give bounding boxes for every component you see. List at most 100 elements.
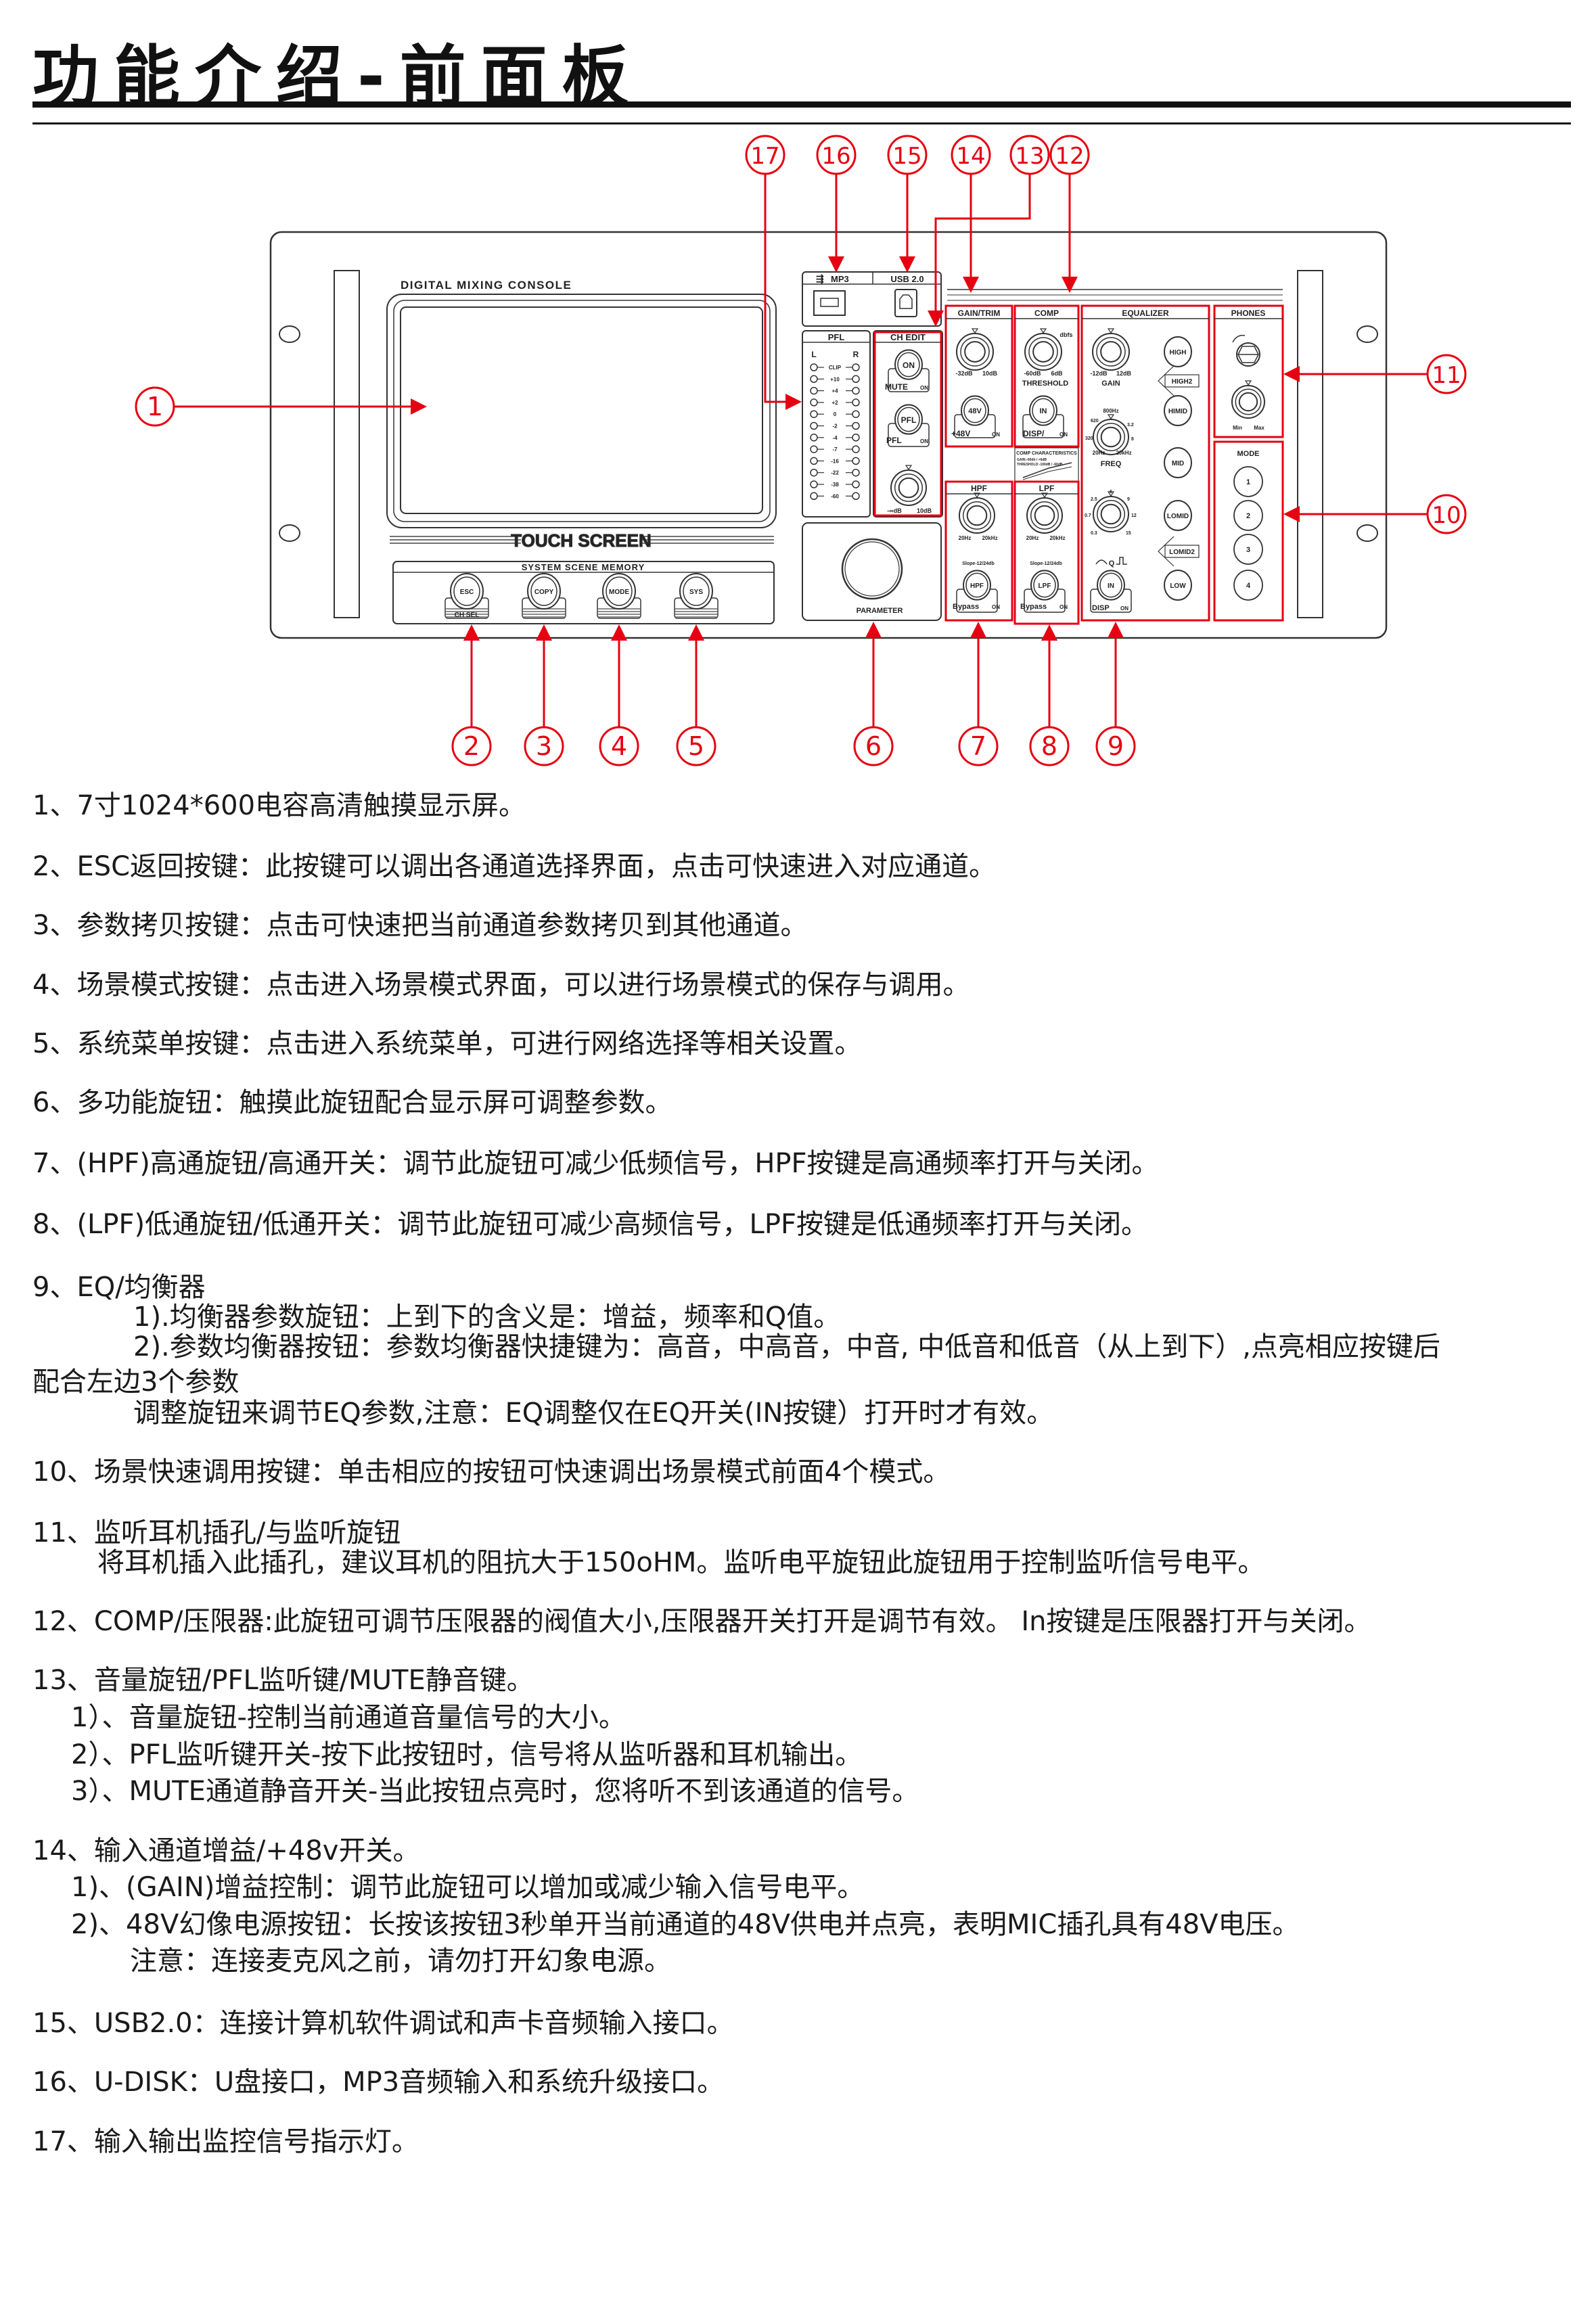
comp-label: COMP [1034,308,1059,318]
touch-screen-label-lines [390,536,774,544]
headphone-jack[interactable] [1236,342,1260,367]
eq-band-high-button[interactable]: HIGH [1164,336,1192,367]
usb-b-port[interactable] [894,289,917,317]
gain-trim-box [944,304,1013,448]
led-left [810,457,818,465]
svg-text:15: 15 [892,143,921,170]
equalizer-label: EQUALIZER [1122,308,1169,318]
description-line: 12、COMP/压限器:此旋钮可调节压限器的阀值大小,压限器开关打开是调节有效。… [32,1606,1371,1637]
mode-button-1[interactable]: 1 [1233,466,1263,497]
hpf-bypass-label: Bypass [953,603,979,611]
pfl-led-row: -2 [810,421,860,430]
eq-q-6: 6 [1110,490,1112,495]
pfl-button-label: PFL [901,415,917,425]
volume-max-label: 10dB [917,507,932,514]
pfl-led-row: 0 [810,410,860,418]
eq-band-himid-button[interactable]: HIMID [1164,395,1192,426]
mute-on-button[interactable] [888,349,930,392]
led-level-label: CLIP [829,365,842,371]
comp-threshold-knob[interactable] [1024,328,1062,371]
pfl-led-row: +4 [810,386,860,395]
mode-button-2[interactable]: 2 [1233,500,1263,531]
comp-on-badge: ON [1059,432,1068,438]
callout-15: 15 [887,135,928,175]
usb-panel [802,271,942,327]
led-level-label: -16 [831,458,839,464]
arrow-17 [764,175,802,410]
led-right [852,492,860,501]
phantom-48v-button[interactable] [954,395,996,438]
mute-label: MUTE [885,382,908,392]
led-level-label: 0 [834,411,837,417]
svg-text:5: 5 [688,731,704,761]
scene-button-copy[interactable]: COPY [522,573,566,619]
phantom-button-label: 48V [968,407,982,415]
scene-button-sys[interactable]: SYS [674,573,719,619]
parameter-encoder-knob[interactable] [841,538,903,600]
eq-band-mid-button[interactable]: MID [1164,447,1192,478]
svg-text:2: 2 [463,731,480,761]
q-wide-icon [1095,559,1108,565]
comp-box [1013,304,1080,448]
eq-freq-620: 620 [1091,419,1099,423]
channel-volume-knob[interactable] [890,465,927,506]
lpf-min-label: 20Hz [1026,535,1039,541]
svg-text:3: 3 [1246,546,1250,554]
knob-pointer-icon [1244,380,1252,386]
pfl-meter-label: PFL [828,332,845,342]
callout-1: 1 [135,386,175,427]
mode-button-3[interactable]: 3 [1233,534,1263,565]
svg-text:LOW: LOW [1170,582,1186,590]
description-line: 1).均衡器参数旋钮：上到下的含义是：增益，频率和Q值。 [133,1302,841,1333]
right-rack-rail [1297,270,1323,618]
eq-freq-8: 8 [1131,437,1134,442]
eq-q-knob[interactable] [1093,491,1129,532]
parameter-label: PARAMETER [857,607,903,615]
scene-button-mode[interactable]: MODE [597,573,641,619]
comp-characteristics-label: COMP CHARACTERISTICS [1016,451,1077,456]
svg-text:9: 9 [1108,731,1124,761]
mute-on-badge: ON [920,385,928,391]
description-line: 1)、(GAIN)增益控制：调节此旋钮可以增加或减少输入信号电平。 [71,1872,865,1903]
usb-a-port[interactable] [813,290,846,316]
description-line: 调整旋钮来调节EQ参数,注意：EQ调整仅在EQ开关(IN按键）打开时才有效。 [133,1398,1054,1429]
led-level-label: -22 [831,470,839,476]
controls-layer [841,328,1265,613]
description-line: 3、参数拷贝按键：点击可快速把当前通道参数拷贝到其他通道。 [32,910,808,941]
eq-q-12: 12 [1131,513,1137,518]
lpf-knob[interactable] [1026,492,1063,534]
knob-pointer-icon [973,492,981,499]
comp-characteristics-line1: GAIN:-60db / +6dB [1017,458,1047,462]
led-right [852,363,860,371]
description-line: 5、系统菜单按键：点击进入系统菜单，可进行网络选择等相关设置。 [32,1028,862,1059]
eq-in-button[interactable] [1090,570,1132,613]
usb2-label: USB 2.0 [890,274,924,284]
description-line: 14、输入通道增益/+48v开关。 [32,1835,420,1866]
callout-11: 11 [1426,354,1467,394]
touch-screen[interactable] [400,306,763,514]
eq-band-lomid-button[interactable]: LOMID [1164,500,1192,531]
eq-freq-knob[interactable] [1093,414,1129,455]
hpf-knob[interactable] [959,492,995,534]
led-right [852,375,860,384]
eq-gain-label: GAIN [1101,380,1120,388]
svg-text:1: 1 [1246,478,1250,486]
eq-gain-knob[interactable] [1092,328,1130,371]
lpf-button[interactable] [1024,570,1066,613]
description-line: 15、USB2.0：连接计算机软件调试和声卡音频输入接口。 [32,2008,734,2039]
eq-in-label: IN [1108,582,1114,590]
eq-band-low-button[interactable]: LOW [1164,570,1192,601]
hpf-button[interactable] [956,570,998,613]
description-line: 2)、48V幻像电源按钮：长按该按钮3秒单开当前通道的48V供电并点亮，表明MI… [71,1909,1300,1940]
mode-button-4[interactable]: 4 [1233,570,1263,601]
scene-button-esc[interactable]: ESC [444,573,489,619]
gain-knob[interactable] [956,328,994,371]
phones-level-knob[interactable] [1231,380,1265,419]
comp-in-button[interactable] [1022,395,1064,438]
led-right [852,434,860,442]
description-line: 3）、MUTE通道静音开关-当此按钮点亮时，您将听不到该通道的信号。 [71,1776,919,1807]
led-level-label: -60 [831,493,839,499]
led-left [810,434,818,442]
led-level-label: +4 [831,388,838,394]
pfl-button[interactable] [888,404,930,447]
